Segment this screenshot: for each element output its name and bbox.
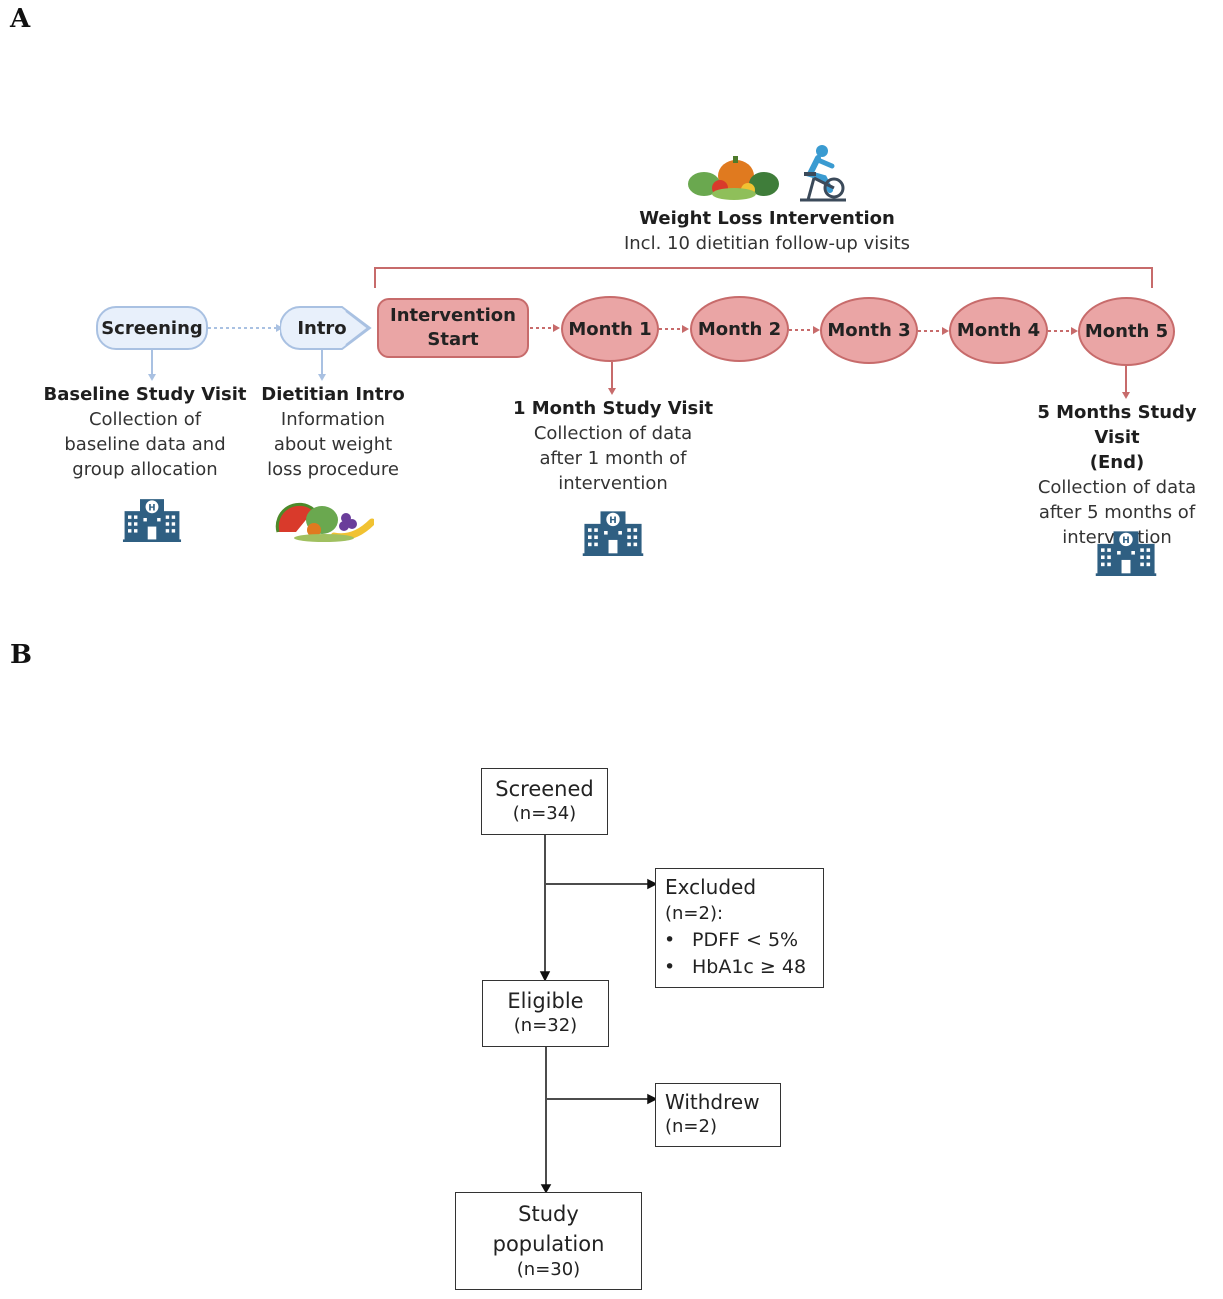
exclusion-reason: PDFF < 5% [656, 927, 823, 954]
month5-visit-note: 5 Months Study Visit (End) Collection of… [1037, 402, 1197, 548]
fruit-basket-icon [275, 502, 374, 542]
panel-b-label: B [10, 640, 32, 670]
study-population-box: Study population (n=30) [455, 1192, 642, 1290]
vegetables-icon [688, 156, 779, 200]
exclusion-reasons: PDFF < 5% HbA1c ≥ 48 [656, 927, 823, 981]
excluded-box: Excluded (n=2): PDFF < 5% HbA1c ≥ 48 [655, 868, 824, 988]
dietitian-intro-note: Dietitian Intro Information about weight… [261, 384, 405, 480]
exercise-bike-icon [800, 145, 846, 202]
intro-chevron-shape [280, 306, 372, 350]
stage-month-2: Month 2 [690, 296, 789, 362]
panel-a-connectors [148, 267, 1153, 399]
stage-intervention-start: Intervention Start [377, 298, 529, 358]
exclusion-reason: HbA1c ≥ 48 [656, 954, 823, 981]
screened-box: Screened (n=34) [481, 768, 608, 835]
stage-month-3: Month 3 [820, 297, 918, 364]
stage-intro: Intro [297, 317, 347, 339]
panel-a-label: A [10, 4, 31, 34]
weight-loss-intervention-label: Weight Loss Intervention Incl. 10 dietit… [623, 208, 911, 254]
eligible-box: Eligible (n=32) [482, 980, 609, 1047]
stage-month-5: Month 5 [1078, 297, 1175, 366]
stage-month-1: Month 1 [561, 296, 659, 362]
withdrew-box: Withdrew (n=2) [655, 1083, 781, 1147]
stage-screening: Screening [96, 306, 208, 350]
baseline-visit-note: Baseline Study Visit Collection of basel… [43, 384, 247, 480]
month1-visit-note: 1 Month Study Visit Collection of data a… [512, 398, 714, 494]
stage-month-4: Month 4 [949, 297, 1048, 364]
